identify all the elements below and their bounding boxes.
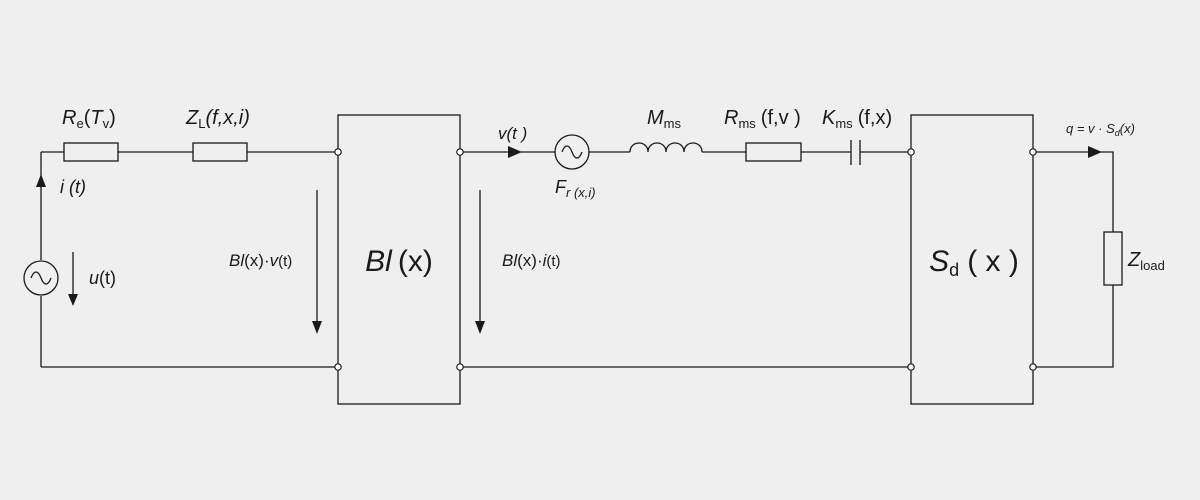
force-source-wave	[561, 145, 583, 159]
sd-transducer-block	[910, 114, 1034, 405]
current-arrow-head	[36, 174, 46, 187]
terminal-node	[907, 148, 915, 156]
terminal-node	[334, 148, 342, 156]
kms-label: Kms(f,x)	[822, 107, 892, 131]
acoustic-bottom-wire	[1033, 285, 1114, 368]
force-label: Fr (x,i)	[555, 177, 596, 200]
terminal-node	[456, 148, 464, 156]
zload-label: Zload	[1127, 249, 1165, 273]
blv-label: Bl(x)·v(t)	[229, 251, 292, 270]
bli-arrow-head	[475, 321, 485, 334]
mms-label: Mms	[647, 107, 682, 131]
bl-transducer-block	[337, 114, 461, 405]
terminal-node	[1029, 148, 1037, 156]
kms-capacitor	[850, 140, 861, 165]
rms-resistor	[745, 142, 802, 162]
current-label: i (t)	[60, 177, 86, 197]
rms-label: Rms(f,v )	[724, 107, 801, 131]
velocity-arrow-head	[508, 146, 522, 158]
terminal-node	[907, 363, 915, 371]
zload-impedance	[1103, 231, 1123, 286]
blv-arrow-head	[312, 321, 322, 334]
voltage-label: u(t)	[89, 268, 116, 288]
terminal-node	[456, 363, 464, 371]
volume-velocity-arrow-head	[1088, 146, 1102, 158]
bli-label: Bl(x)·i(t)	[502, 251, 561, 270]
terminal-node	[1029, 363, 1037, 371]
mms-inductor	[629, 142, 703, 153]
voltage-arrow-head	[68, 294, 78, 306]
re-resistor	[63, 142, 119, 162]
re-label: Re(Tv)	[62, 107, 116, 131]
volume-velocity-label: q = v · Sd(x)	[1066, 121, 1135, 138]
zl-impedance	[192, 142, 248, 162]
acoustic-top-wire	[1033, 151, 1114, 232]
bl-block-label: Bl(x)	[365, 245, 433, 278]
terminal-node	[334, 363, 342, 371]
voltage-source-wave	[30, 271, 52, 285]
zl-label: ZL(f,x,i)	[185, 107, 250, 131]
sd-block-label: Sd( x )	[929, 245, 1019, 280]
velocity-label: v(t )	[498, 124, 527, 143]
